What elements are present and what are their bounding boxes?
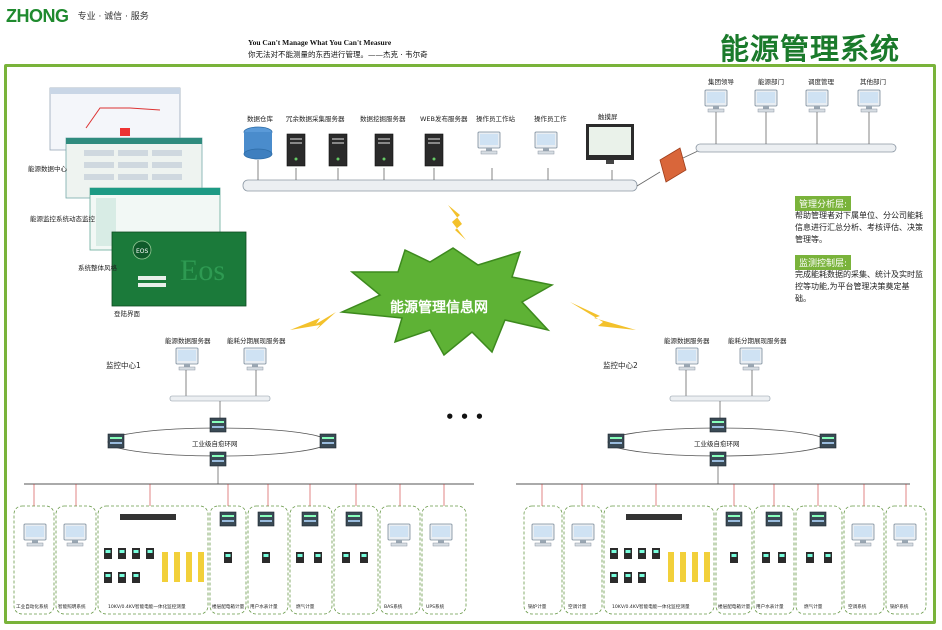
center2-server-b: 能耗分期展现服务器: [728, 336, 787, 345]
left-devices: [23, 484, 453, 583]
left-subsystems: [13, 505, 467, 615]
center1-server-b: 能耗分期展现服务器: [227, 336, 286, 345]
hub-label: 能源管理信息网: [390, 299, 488, 316]
label-screen-data-center: 能源数据中心: [28, 164, 68, 173]
right-subsystems: [523, 505, 927, 615]
right-sub-2: 10KV/0.4KV智能电能一体化监控测量: [612, 603, 690, 610]
left-sub-5: 燃气计量: [296, 603, 315, 610]
center2-server-a: 能源数据服务器: [664, 336, 710, 345]
quote-english: You Can't Manage What You Can't Measure: [248, 38, 392, 47]
label-screen-style: 系统整体风格: [78, 263, 118, 272]
svg-text:EOS: EOS: [136, 248, 149, 255]
left-sub-4: 用户水表计量: [250, 603, 278, 610]
center1-ring: 工业级自愈环网: [192, 439, 238, 448]
left-sub-7: UPS系统: [426, 603, 445, 610]
right-sub-5: 燃气计量: [804, 603, 823, 610]
monitor-center-1: [24, 347, 474, 485]
top-server-network: [242, 89, 897, 192]
left-sub-2: 10KV/0.4KV智能电能一体化监控测量: [108, 603, 186, 610]
left-sub-6: BAS系统: [384, 603, 403, 610]
label-other-dept: 其他部门: [860, 77, 886, 86]
control-layer-text: 完成能耗数据的采集、统计及实时监控等功能,为平台管理决策奠定基础。: [795, 270, 923, 303]
right-devices: [531, 484, 917, 583]
center1-name: 监控中心1: [106, 360, 141, 370]
label-screen-monitor: 能源监控系统动态监控: [30, 214, 96, 223]
screenshot-stack: EOS Eos: [49, 87, 247, 307]
ellipsis: • • •: [445, 408, 484, 426]
management-layer-text: 帮助管理者对下属单位、分公司能耗信息进行汇总分析、考核评估、决策管理等。: [795, 211, 923, 244]
right-sub-1: 空调计量: [568, 603, 587, 610]
company-logo: ZHONG 专业 · 诚信 · 服务: [6, 6, 156, 30]
right-sub-7: 锅炉系统: [890, 603, 909, 610]
label-touchscreen: 触摸屏: [598, 112, 618, 121]
system-title: 能源管理系统: [720, 32, 901, 66]
label-screen-login: 登陆界面: [114, 309, 141, 318]
management-layer-heading: 管理分析层:: [795, 196, 852, 211]
label-data-warehouse: 数据仓库: [247, 114, 274, 123]
right-sub-4: 用户水表计量: [756, 603, 784, 610]
label-dispatch: 调度管理: [808, 77, 835, 86]
center2-ring: 工业级自愈环网: [694, 439, 740, 448]
logo-text: ZHONG: [6, 6, 69, 26]
left-sub-0: 工业自动化系统: [16, 603, 49, 610]
logo-slogan: 专业 · 诚信 · 服务: [77, 12, 149, 22]
control-layer-heading: 监测控制层:: [795, 255, 852, 270]
label-operator-station: 操作员工作: [534, 114, 567, 123]
right-sub-6: 空调系统: [848, 603, 867, 610]
label-redundant-collection-server: 冗余数据采集服务器: [286, 114, 345, 123]
center2-name: 监控中心2: [603, 360, 638, 370]
label-web-publish-server: WEB发布服务器: [420, 114, 468, 123]
quote-chinese: 你无法对不能测量的东西进行管理。——杰克 · 韦尔奇: [248, 50, 428, 59]
right-sub-0: 锅炉计量: [528, 603, 547, 610]
svg-text:Eos: Eos: [180, 254, 225, 287]
label-data-mining-server: 数据挖掘服务器: [360, 114, 406, 123]
right-sub-3: 楼层配电箱计量: [718, 603, 751, 610]
monitor-center-2: [516, 347, 910, 485]
label-group-leader: 集团领导: [708, 77, 735, 86]
left-sub-1: 智能照明系统: [58, 603, 86, 610]
center1-server-a: 能源数据服务器: [165, 336, 211, 345]
label-operator-workstation: 操作员工作站: [476, 114, 516, 123]
diagram-frame: [4, 64, 936, 624]
energy-network-hub: [290, 205, 636, 357]
label-energy-dept: 能源部门: [758, 77, 784, 86]
left-sub-3: 楼层配电箱计量: [212, 603, 245, 610]
